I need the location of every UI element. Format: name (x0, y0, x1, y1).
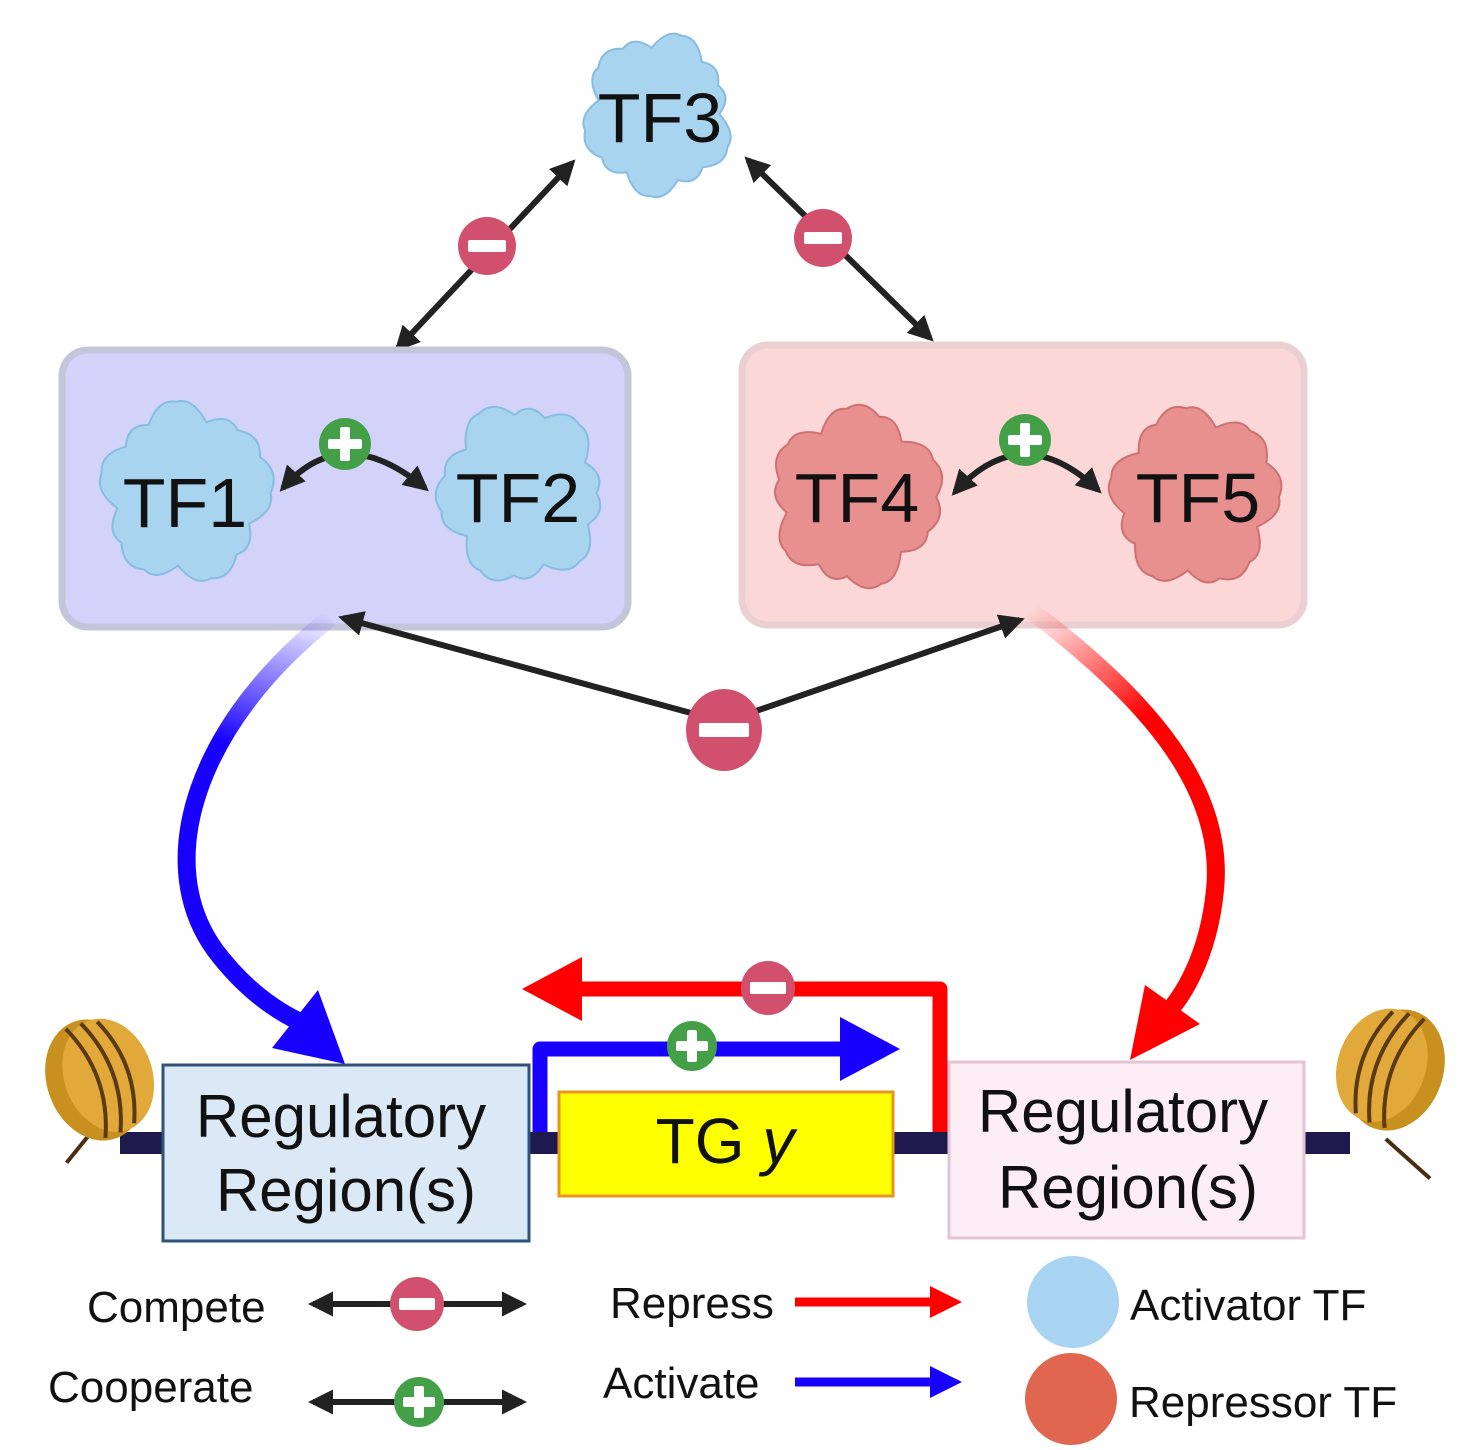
legend-repressor-label: Repressor TF (1129, 1378, 1397, 1427)
tf5-protein-icon (1107, 405, 1283, 584)
activate-arrow-activators-to-left-region (177, 610, 336, 1031)
tf2-label: TF2 (456, 459, 580, 537)
minus-badge-icon (741, 961, 795, 1015)
nucleosome-icon (45, 1018, 155, 1164)
tf3-node: TF3 (582, 32, 732, 199)
legend-compete-label: Compete (87, 1283, 266, 1332)
tf1-label: TF1 (123, 464, 247, 542)
legend-repress-arrowhead (930, 1286, 962, 1318)
left-region-line2: Region(s) (216, 1157, 476, 1224)
plus-badge-icon (667, 1021, 717, 1071)
activate-transcription-arrowhead (840, 1017, 900, 1081)
legend-activator-label: Activator TF (1130, 1281, 1366, 1330)
plus-badge-icon (319, 418, 371, 470)
plus-badge-icon (394, 1377, 444, 1427)
activator-tf-group: TF1 TF2 (58, 346, 632, 631)
left-region-line1: Regulatory (196, 1083, 486, 1150)
activate-arrowhead (272, 990, 345, 1064)
nucleosome-icon (1335, 1008, 1445, 1181)
minus-badge-icon (458, 217, 516, 275)
tf5-label: TF5 (1136, 459, 1260, 537)
tf3-label: TF3 (598, 79, 722, 157)
legend-activator-swatch (1027, 1256, 1119, 1348)
right-regulatory-region: Regulatory Region(s) (947, 1060, 1306, 1240)
legend-repressor-swatch (1025, 1353, 1117, 1445)
legend-repress-label: Repress (610, 1279, 774, 1328)
right-region-line1: Regulatory (978, 1078, 1268, 1145)
minus-badge-icon (686, 689, 762, 771)
legend-activate-arrowhead (930, 1366, 962, 1398)
legend: Compete Cooperate Repress Activate Activ… (48, 1256, 1397, 1445)
repress-transcription-arrow (570, 981, 948, 1132)
plus-badge-icon (999, 414, 1051, 466)
activate-transcription-arrow (532, 1041, 855, 1132)
compete-arrow-between-groups (338, 611, 1025, 725)
right-region-line2: Region(s) (998, 1154, 1258, 1221)
left-regulatory-region: Regulatory Region(s) (161, 1063, 531, 1243)
legend-activate-label: Activate (603, 1359, 760, 1408)
tf3-protein-icon (582, 32, 732, 199)
tf1-protein-icon (98, 400, 275, 582)
minus-badge-icon (390, 1277, 444, 1331)
target-gene-label: TG y (656, 1105, 799, 1177)
repressor-tf-group: TF4 TF5 (738, 341, 1308, 629)
repress-transcription-arrowhead (522, 957, 582, 1021)
legend-cooperate-label: Cooperate (48, 1363, 253, 1412)
tf4-protein-icon (773, 403, 944, 590)
tf2-protein-icon (434, 405, 602, 582)
target-gene: TG y (557, 1090, 895, 1198)
repress-arrowhead (1130, 985, 1200, 1060)
repress-arrow-repressors-to-right-region (1024, 602, 1225, 1022)
minus-badge-icon (794, 209, 852, 267)
tf4-label: TF4 (795, 459, 919, 537)
